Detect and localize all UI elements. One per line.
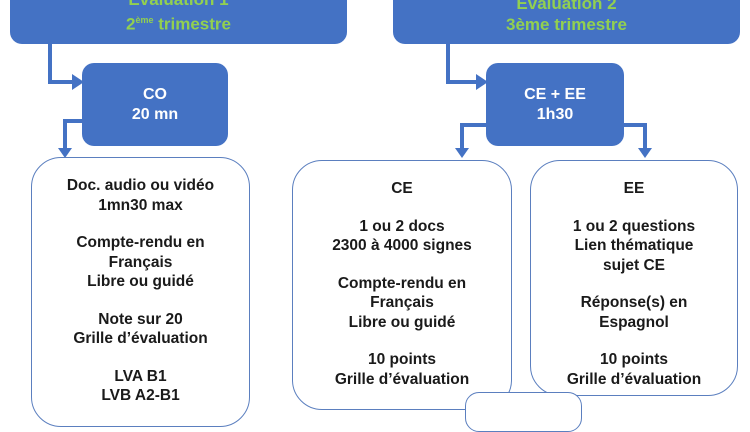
- text-line: Doc. audio ou vidéo: [66, 177, 215, 194]
- evaluation-2-subtitle: 3ème trimestre: [506, 15, 627, 34]
- text-group: Réponse(s) en Espagnol: [531, 293, 737, 332]
- text-line: LVB A2-B1: [101, 387, 180, 404]
- text-line: Libre ou guidé: [87, 273, 194, 290]
- text-line: 1 ou 2 docs: [359, 217, 445, 235]
- co-duration: 20 mn: [131, 105, 179, 123]
- evaluation-1-subtitle: 2ème trimestre: [126, 15, 231, 34]
- arrow-head: [638, 148, 652, 158]
- co-label: CO: [143, 85, 167, 103]
- ee-title: EE: [623, 180, 645, 197]
- text-line: Compte-rendu en: [76, 234, 205, 251]
- evaluation-2-title: Évaluation 2: [516, 0, 617, 13]
- text-line: Note sur 20: [98, 310, 183, 328]
- ce-ee-label: CE + EE: [524, 85, 586, 103]
- text-line: Grille d’évaluation: [334, 370, 470, 388]
- co-box: CO 20 mn: [82, 63, 228, 146]
- text-line: Compte-rendu en: [337, 274, 467, 292]
- connector-arrows: [48, 40, 652, 158]
- text-group: 1 ou 2 docs 2300 à 4000 signes: [293, 217, 511, 256]
- text-line: LVA B1: [114, 367, 167, 385]
- text-line: Espagnol: [599, 313, 669, 331]
- text-line: Lien thématique: [574, 237, 694, 254]
- text-line: Français: [370, 294, 434, 311]
- ce-title: CE: [391, 180, 413, 197]
- text-group: Note sur 20 Grille d’évaluation: [32, 310, 249, 349]
- text-line: Libre ou guidé: [348, 313, 456, 331]
- evaluation-1-box: Évaluation 1 2ème trimestre: [10, 0, 347, 44]
- text-line: 1mn30 max: [98, 196, 183, 214]
- arrow-head: [72, 74, 84, 90]
- evaluation-2-box: Évaluation 2 3ème trimestre: [393, 0, 740, 44]
- text-line: Grille d’évaluation: [73, 330, 208, 347]
- text-line: 1 ou 2 questions: [572, 217, 696, 235]
- arrow-head: [476, 74, 488, 90]
- text-line: sujet CE: [602, 256, 665, 274]
- ce-ee-box: CE + EE 1h30: [486, 63, 624, 146]
- evaluation-1-title: Évaluation 1: [10, 0, 347, 10]
- text-group: Doc. audio ou vidéo 1mn30 max: [32, 176, 249, 215]
- text-line: Grille d’évaluation: [566, 370, 702, 388]
- bottom-box: [465, 392, 582, 432]
- text-line: Français: [108, 253, 173, 271]
- text-line: 10 points: [599, 351, 669, 368]
- arrow-head: [455, 148, 469, 158]
- text-line: 10 points: [367, 351, 437, 368]
- ce-ee-duration: 1h30: [536, 105, 574, 123]
- text-line: Réponse(s) en: [580, 294, 688, 311]
- arrow-head: [58, 148, 72, 158]
- text-line: 2300 à 4000 signes: [332, 237, 472, 254]
